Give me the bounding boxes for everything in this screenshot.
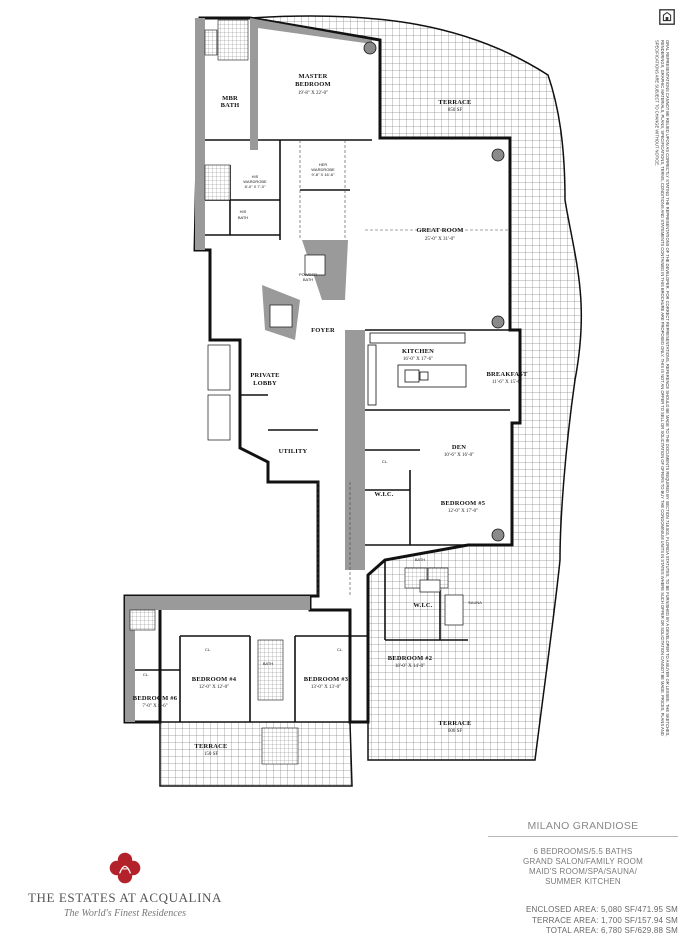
column-circle [491,148,505,162]
dim-hiswardrobe: 8'-0" X 7'-0" [245,184,266,189]
label-bedroom-6: BEDROOM #6 [133,695,178,702]
label-powder-2: BATH [303,277,313,282]
unit-feature: GRAND SALON/FAMILY ROOM [523,857,643,866]
label-wic2: W.I.C. [413,602,432,609]
furniture [207,254,464,626]
label-bedroom-5: BEDROOM #5 [441,500,486,507]
dim-breakfast: 11'-6" X 15'-6" [492,380,522,385]
label-bedroom-4: BEDROOM #4 [192,676,237,683]
dim-terrace-bl: 150 SF [204,752,219,757]
unit-feature: SUMMER KITCHEN [545,877,621,886]
label-den: DEN [452,444,466,451]
core-wall-bed6 [125,610,135,722]
core-wall-bath [195,18,205,250]
area-enclosed: ENCLOSED AREA: 5,080 SF/471.95 SM [525,905,678,914]
label-breakfast: BREAKFAST [486,371,528,378]
label-bedroom-3: BEDROOM #3 [304,676,349,683]
brand-tagline: The World's Finest Residences [63,908,187,919]
label-cl4: CL. [205,647,211,652]
bath-fixtures [129,19,449,765]
dim-bedroom-3: 13'-0" X 13'-0" [311,685,341,690]
label-foyer: FOYER [311,327,335,334]
dim-terrace-top: 850 SF [448,108,463,113]
label-utility: UTILITY [279,448,308,455]
column-circle [491,315,505,329]
label-sauna: SAUNA [468,600,482,605]
label-terrace-br: TERRACE [438,720,471,727]
label-terrace-bl: TERRACE [194,743,227,750]
area-terrace: TERRACE AREA: 1,700 SF/157.94 SM [531,915,678,925]
dim-terrace-br: 600 SF [448,729,463,734]
unit-info: MILANO GRANDIOSE 6 BEDROOMS/5.5 BATHS GR… [488,820,678,937]
label-cl3: CL. [337,647,343,652]
label-herwardrobe-2: WARDROBE [311,167,335,172]
dashed-lines [299,140,510,596]
label-hiswardrobe-2: WARDROBE [243,179,267,184]
label-hisbath: HIS [240,209,247,214]
label-mbath: MBR [222,95,238,102]
terrace-bottom-left [159,721,353,787]
kitchen-fixtures [367,332,467,406]
label-wic5: W.I.C. [374,491,393,498]
dim-bedroom-5: 12'-0" X 17'-0" [448,509,478,514]
label-kitchen: KITCHEN [402,348,434,355]
dim-bedroom-4: 12'-0" X 12'-0" [199,685,229,690]
unit-feature: MAID'S ROOM/SPA/SAUNA/ [528,867,638,876]
label-mbath-2: BATH [221,102,240,109]
interior-walls [135,139,512,722]
dim-bedroom-2: 18'-0" X 14'-0" [395,664,425,669]
dim-kitchen: 16'-0" X 17'-6" [403,357,433,362]
unit-name: MILANO GRANDIOSE [488,820,678,837]
label-great-room: GREAT ROOM [416,227,463,234]
dim-master: 19'-8" X 22'-0" [298,91,328,96]
label-hiswardrobe: HIS [252,174,259,179]
label-cl-den: CL. [382,459,388,464]
disclaimer-text: ORAL REPRESENTATIONS CANNOT BE RELIED UP… [654,40,670,737]
columns [363,41,505,542]
label-lobby: PRIVATE [250,372,279,379]
label-master: MASTER [298,73,327,80]
brand: THE ESTATES AT ACQUALINA The World's Fin… [10,850,240,919]
label-lobby-2: LOBBY [253,380,277,387]
room-labels: MASTER BEDROOM 19'-8" X 22'-0" MBR BATH … [133,73,528,757]
acqualina-fleur-icon [109,852,141,884]
label-powder: POWDER [299,272,317,277]
brand-name: THE ESTATES AT ACQUALINA [27,890,223,905]
label-bath-b2: BATH [415,557,425,562]
unit-feature: 6 BEDROOMS/5.5 BATHS [533,847,633,856]
label-bedroom-2: BEDROOM #2 [388,655,432,662]
column-circle [491,528,505,542]
area-total: TOTAL AREA: 6,780 SF/629.88 SM [545,926,678,935]
core-wall-left-bedroom [125,596,310,610]
label-master-2: BEDROOM [295,81,331,88]
label-herwardrobe: HER [319,162,328,167]
dim-herwardrobe: 9'-8" X 16'-6" [311,172,335,177]
unit-areas: ENCLOSED AREA: 5,080 SF/471.95 SM TERRAC… [488,905,678,937]
dim-bedroom-6: 7'-0" X 8'-6" [142,704,167,709]
label-bath-34: BATH [263,661,273,666]
developer-logo-icon [659,9,675,25]
label-terrace-top: TERRACE [438,99,471,106]
terrace-top [249,15,583,761]
dim-great-room: 25'-0" X 31'-0" [425,237,455,242]
disclaimer: ORAL REPRESENTATIONS CANNOT BE RELIED UP… [640,40,670,740]
core-wall-stair [345,330,365,570]
column-circle [363,41,377,55]
label-cl6: CL. [143,672,149,677]
label-hisbath-2: BATH [238,215,248,220]
dim-den: 10'-6" X 16'-0" [444,453,474,458]
